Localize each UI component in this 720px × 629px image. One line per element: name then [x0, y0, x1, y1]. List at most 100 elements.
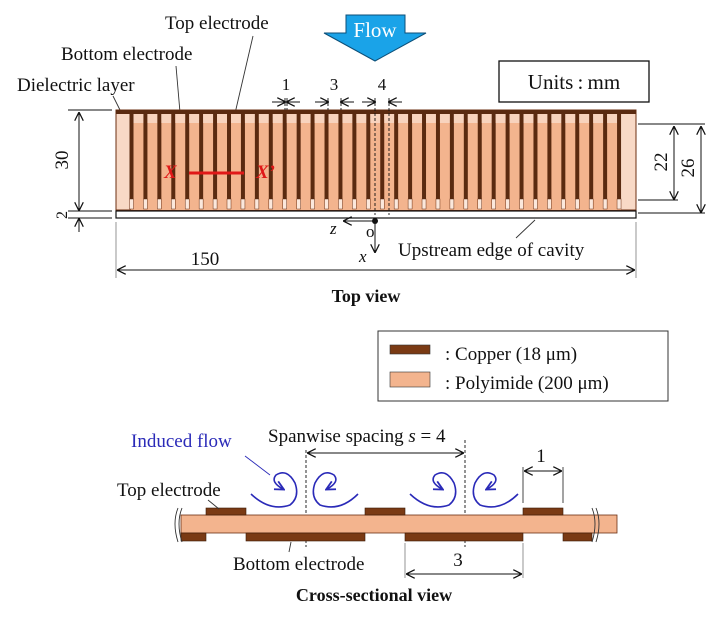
top-electrode-label: Top electrode: [165, 13, 269, 34]
induced-flow-vortices: [250, 472, 519, 508]
electrode-finger: [254, 113, 259, 199]
top-bus-bar: [116, 110, 636, 114]
electrode-tab: [407, 198, 413, 210]
break-mark-right: [591, 507, 600, 543]
electrode-gap-band: [481, 114, 492, 123]
electrode-finger: [240, 113, 245, 199]
electrode-finger: [129, 113, 134, 199]
top-electrode-leader: [207, 499, 220, 510]
electrode-gap-band: [300, 114, 311, 123]
electrode-finger: [394, 113, 399, 199]
top-electrode: [522, 507, 564, 516]
electrode-gap-band: [342, 114, 353, 123]
electrode-gap-band: [439, 114, 450, 123]
electrode-gap-band: [244, 114, 255, 123]
electrode-gap-band: [579, 114, 590, 123]
electrode-finger: [227, 113, 232, 199]
electrode-gap-band: [286, 114, 297, 123]
electrode-finger: [171, 113, 176, 199]
electrode-tab: [421, 198, 427, 210]
electrode-finger: [352, 113, 357, 199]
electrode-finger: [408, 113, 413, 199]
electrode-finger: [561, 113, 566, 199]
electrode-finger: [185, 113, 190, 199]
axis-origin-label: o: [366, 222, 375, 241]
vortex-icon: [312, 472, 359, 508]
electrode-tab: [240, 198, 246, 210]
induced-flow-leader: [244, 455, 271, 476]
dim-22-label: 22: [651, 153, 672, 172]
vortex-icon: [409, 472, 457, 508]
electrode-tab: [547, 198, 552, 210]
electrode-tab: [171, 198, 176, 210]
section-end-label: X’: [255, 162, 275, 183]
electrode-finger: [491, 113, 496, 199]
electrode-finger: [296, 113, 301, 199]
dim-electrode-width: 1: [272, 75, 300, 102]
axis-x-label: x: [358, 247, 367, 266]
electrode-finger: [603, 113, 608, 199]
legend-item-polyimide: : Polyimide (200 μm): [389, 371, 609, 394]
copper-swatch: [389, 344, 431, 355]
axis-z-label: z: [329, 219, 337, 238]
electrode-tab: [366, 198, 371, 210]
cross-section-caption: Cross-sectional view: [296, 585, 452, 605]
electrode-finger: [282, 113, 287, 199]
electrode-gap-band: [175, 114, 186, 123]
electrode-finger: [589, 113, 594, 199]
electrode-finger: [422, 113, 427, 199]
electrode-finger: [310, 113, 315, 199]
actuator-plate: [115, 109, 637, 219]
electrode-tab: [602, 198, 608, 210]
electrode-finger: [533, 113, 538, 199]
bottom-electrode: [245, 532, 366, 542]
electrode-gap-band: [453, 114, 464, 123]
electrode-gap-band: [217, 114, 228, 123]
electrode-gap-band: [523, 114, 534, 123]
electrode-finger: [324, 113, 329, 199]
electrode-finger: [268, 113, 273, 199]
electrode-gap-band: [467, 114, 478, 123]
dim-spacing: 4: [362, 75, 402, 102]
legend-polyimide-label: : Polyimide (200 μm): [445, 373, 609, 394]
dim-26-label: 26: [678, 159, 699, 178]
units-label: Units : mm: [528, 70, 620, 94]
bottom-electrode: [562, 532, 593, 542]
electrode-tab: [379, 198, 385, 210]
electrode-tab: [310, 198, 315, 210]
electrode-gap-band: [495, 114, 506, 123]
electrode-finger: [199, 113, 204, 199]
top-view-caption: Top view: [332, 286, 401, 306]
bottom-electrode: [404, 532, 524, 542]
cross-section-view: Induced flow Spanwise spacing s = 4 1: [117, 426, 618, 605]
section-start-label: X: [163, 162, 178, 183]
electrode-tab: [143, 198, 148, 210]
dim-length: 150: [115, 222, 637, 278]
bottom-width-label: 3: [453, 550, 463, 571]
dim-1-label: 1: [282, 75, 291, 94]
electrode-finger: [338, 113, 343, 199]
bottom-electrode-leader: [288, 541, 292, 553]
electrode-tab: [157, 198, 162, 210]
electrode-gap-band: [551, 114, 562, 123]
electrode-tab: [212, 198, 218, 210]
electrode-finger: [435, 113, 440, 199]
dim-height: 30 2: [52, 109, 112, 232]
flow-label: Flow: [353, 18, 397, 42]
polyimide-layer: [180, 514, 618, 534]
electrode-gap-band: [565, 114, 576, 123]
electrode-gap-band: [133, 114, 144, 123]
electrode-tab: [268, 198, 274, 210]
section-line: X X’: [163, 162, 275, 183]
top-electrode-leader: [232, 35, 254, 123]
electrode-tab: [338, 198, 343, 210]
electrode-tab: [519, 198, 524, 210]
electrode-gap-band: [161, 114, 172, 123]
electrode-gap-band: [231, 114, 241, 123]
electrode-tab: [435, 198, 441, 210]
electrode-tab: [352, 198, 357, 210]
electrode-width-label: 1: [536, 446, 546, 467]
electrode-finger: [477, 113, 482, 199]
cavity-strip: [115, 210, 637, 219]
electrode-tab: [477, 198, 482, 210]
